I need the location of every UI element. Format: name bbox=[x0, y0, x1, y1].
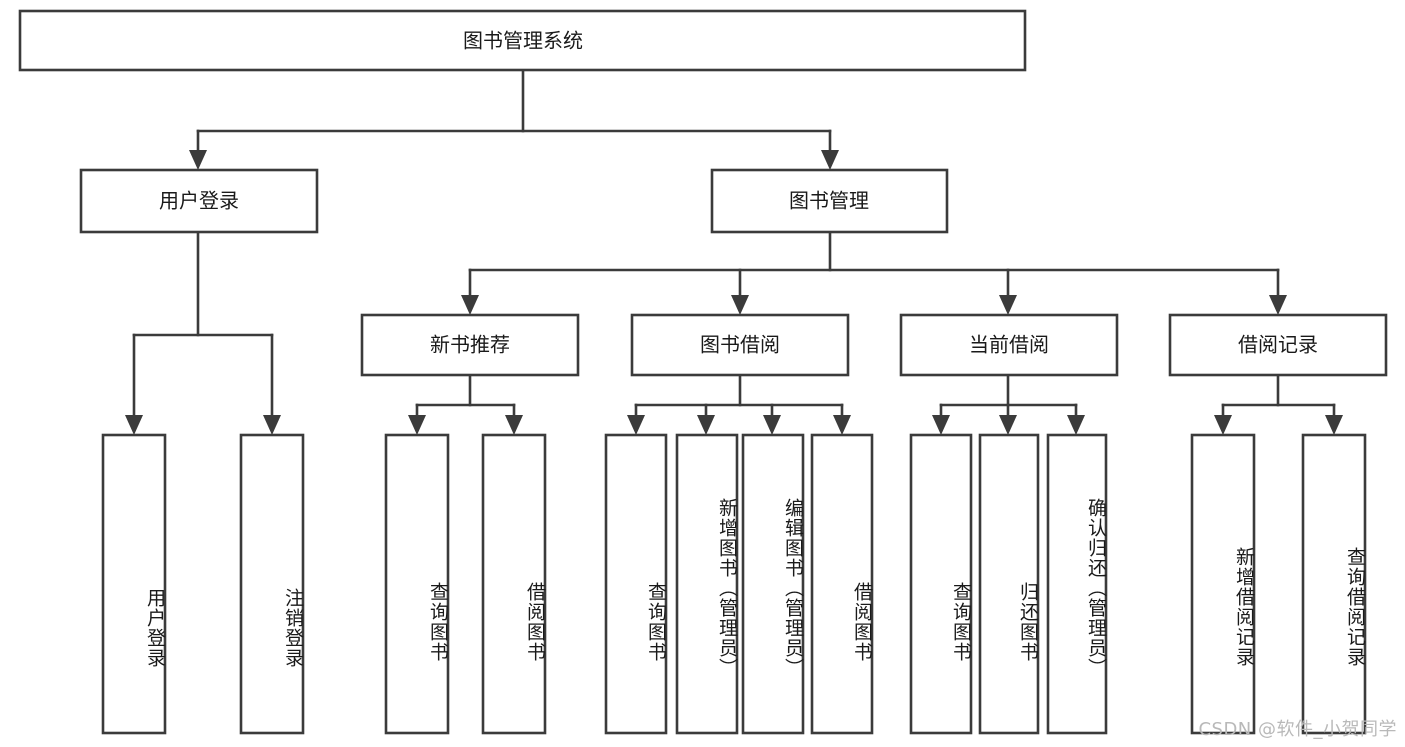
arrow-head-leaf-query-record bbox=[1325, 415, 1343, 435]
arrow-head-leaf-query-books-1 bbox=[408, 415, 426, 435]
arrow-head-leaf-add-record bbox=[1214, 415, 1232, 435]
arrow-head-book-borrow bbox=[731, 295, 749, 315]
node-borrow-records-label: 借阅记录 bbox=[1238, 333, 1318, 357]
arrow-head-book-manage bbox=[821, 150, 839, 170]
arrow-head-current-borrow bbox=[999, 295, 1017, 315]
node-root-box[interactable] bbox=[18, 9, 1027, 72]
arrow-head-leaf-add-book bbox=[697, 415, 715, 435]
arrow-head-leaf-borrow-books-2 bbox=[833, 415, 851, 435]
csdn-watermark: CSDN @软件_小贺同学 bbox=[1198, 719, 1397, 740]
arrow-head-leaf-edit-book bbox=[763, 415, 781, 435]
leaf-box-query-books-1[interactable] bbox=[384, 433, 450, 735]
node-borrow-records[interactable]: 借阅记录 bbox=[1168, 313, 1388, 377]
arrow-head-leaf-query-books-3 bbox=[932, 415, 950, 435]
arrow-head-leaf-user-login bbox=[125, 415, 143, 435]
leaf-box-query-record[interactable] bbox=[1301, 433, 1367, 735]
leaf-box-borrow-books-2[interactable] bbox=[810, 433, 874, 735]
leaf-box-confirm-return[interactable] bbox=[1046, 433, 1108, 735]
arrow-head-new-books bbox=[461, 295, 479, 315]
node-user-login-label: 用户登录 bbox=[159, 189, 239, 213]
node-book-borrow-label: 图书借阅 bbox=[700, 333, 780, 357]
node-borrow-records-box[interactable] bbox=[1168, 313, 1388, 377]
connectors-book-manage-to-level3 bbox=[461, 230, 1287, 315]
leaf-box-user-login[interactable] bbox=[101, 433, 167, 735]
connectors-current-borrow-to-leaves bbox=[932, 373, 1085, 435]
leaf-box-query-books-2[interactable] bbox=[604, 433, 668, 735]
arrow-head-leaf-borrow-books-1 bbox=[505, 415, 523, 435]
leaf-box-add-record[interactable] bbox=[1190, 433, 1256, 735]
node-book-borrow[interactable]: 图书借阅 bbox=[630, 313, 850, 377]
leaf-box-return-book[interactable] bbox=[978, 433, 1040, 735]
node-current-borrow[interactable]: 当前借阅 bbox=[899, 313, 1119, 377]
node-current-borrow-label: 当前借阅 bbox=[969, 333, 1049, 357]
connectors-user-login-to-leaves bbox=[125, 230, 281, 435]
node-book-borrow-box[interactable] bbox=[630, 313, 850, 377]
node-new-books-box[interactable] bbox=[360, 313, 580, 377]
node-root-label: 图书管理系统 bbox=[463, 29, 583, 53]
node-root[interactable]: 图书管理系统 bbox=[18, 9, 1027, 72]
leaf-box-edit-book[interactable] bbox=[741, 433, 805, 735]
connectors-root-to-level2 bbox=[189, 68, 839, 170]
arrow-head-leaf-logout bbox=[263, 415, 281, 435]
leaf-box-borrow-books-1[interactable] bbox=[481, 433, 547, 735]
node-new-books[interactable]: 新书推荐 bbox=[360, 313, 580, 377]
arrow-head-leaf-query-books-2 bbox=[627, 415, 645, 435]
node-current-borrow-box[interactable] bbox=[899, 313, 1119, 377]
leaf-box-logout[interactable] bbox=[239, 433, 305, 735]
node-user-login[interactable]: 用户登录 bbox=[79, 168, 319, 234]
node-book-manage-box[interactable] bbox=[710, 168, 949, 234]
leaf-box-query-books-3[interactable] bbox=[909, 433, 973, 735]
connectors-borrow-records-to-leaves bbox=[1214, 373, 1343, 435]
arrow-head-leaf-confirm-return bbox=[1067, 415, 1085, 435]
arrow-head-user-login bbox=[189, 150, 207, 170]
arrow-head-borrow-records bbox=[1269, 295, 1287, 315]
node-user-login-box[interactable] bbox=[79, 168, 319, 234]
arrow-head-leaf-return-book bbox=[999, 415, 1017, 435]
node-book-manage-label: 图书管理 bbox=[789, 189, 869, 213]
connectors-book-borrow-to-leaves bbox=[627, 373, 851, 435]
node-book-manage[interactable]: 图书管理 bbox=[710, 168, 949, 234]
leaf-box-add-book[interactable] bbox=[675, 433, 739, 735]
node-new-books-label: 新书推荐 bbox=[430, 333, 510, 357]
connectors-new-books-to-leaves bbox=[408, 373, 523, 435]
